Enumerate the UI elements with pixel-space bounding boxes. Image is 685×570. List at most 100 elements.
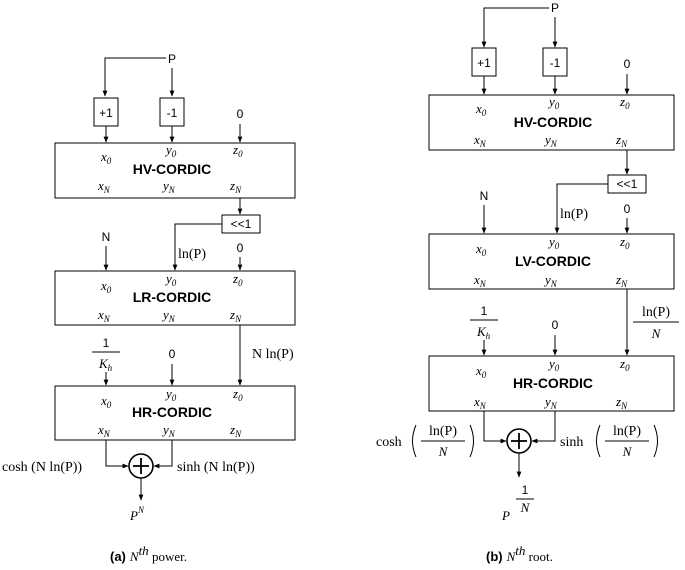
left-lnp-label: ln(P) <box>178 247 206 262</box>
right-hv-xn: xN <box>473 132 487 149</box>
right-hr-y0: y0 <box>547 356 560 373</box>
left-minus1-label: -1 <box>167 106 178 120</box>
right-lv-zn: zN <box>615 272 628 289</box>
left-xn-to-adder <box>105 440 129 469</box>
right-shift-label: <<1 <box>617 177 638 191</box>
right-p-to-plus1 <box>481 7 549 48</box>
left-sinh-label: sinh (N ln(P)) <box>177 460 255 475</box>
right-input-p: P <box>551 1 559 15</box>
left-hv-xn: xN <box>97 178 111 195</box>
right-output-exp-den: N <box>520 500 531 515</box>
right-sinh-paren-open <box>596 424 601 458</box>
left-hr-title: HR-CORDIC <box>132 404 212 420</box>
left-hr-yn: yN <box>161 422 176 439</box>
left-lr-x0: x0 <box>100 278 112 295</box>
right-frac-num: ln(P) <box>642 305 670 320</box>
left-cosh-label: cosh (N ln(P)) <box>2 460 82 475</box>
right-hr-xn: xN <box>473 394 487 411</box>
right-hv-title: HV-CORDIC <box>514 114 593 130</box>
left-yn-to-adder <box>153 440 173 469</box>
right-zero-lv: 0 <box>624 202 631 216</box>
right-hv-cordic-box <box>428 94 675 151</box>
left-input-n: N <box>102 230 111 244</box>
right-hv-zn: zN <box>615 132 628 149</box>
right-hv-x0: x0 <box>475 101 487 118</box>
left-diagram: P +1 -1 0 x0 y0 z0 HV-CORDIC xN yN zN <<… <box>2 52 296 564</box>
right-hr-yn: yN <box>543 394 558 411</box>
right-hr-z0: z0 <box>619 356 630 373</box>
left-lr-title: LR-CORDIC <box>133 289 212 305</box>
right-cosh-paren-close <box>469 424 474 458</box>
left-minus1-box <box>159 97 185 127</box>
right-zero-hv: 0 <box>624 57 631 71</box>
right-lv-yn: yN <box>543 272 558 289</box>
left-lr-y0: y0 <box>164 271 177 288</box>
left-hr-xn: xN <box>97 422 111 439</box>
right-lv-title: LV-CORDIC <box>515 253 591 269</box>
left-zero-hv: 0 <box>237 107 244 121</box>
right-cosh-den: N <box>438 444 449 459</box>
left-hr-zn: zN <box>229 422 242 439</box>
right-cosh-paren-open <box>412 424 417 458</box>
right-xn-to-adder <box>483 411 507 444</box>
right-kh-num: 1 <box>481 304 488 318</box>
right-hv-z0: z0 <box>619 94 630 111</box>
left-hv-cordic-box <box>54 142 296 199</box>
left-lr-zn: zN <box>229 307 242 324</box>
right-input-n: N <box>480 189 489 203</box>
right-hr-zn: zN <box>615 394 628 411</box>
right-diagram: P +1 -1 0 x0 y0 z0 HV-CORDIC xN yN zN <<… <box>376 1 679 564</box>
right-hv-yn: yN <box>543 132 558 149</box>
left-hv-y0: y0 <box>164 142 177 159</box>
left-lr-yn: yN <box>161 307 176 324</box>
right-lnp-label: ln(P) <box>560 207 588 222</box>
right-shift-to-y0 <box>554 183 608 234</box>
left-kh-den: Kh <box>98 356 113 373</box>
right-lv-cordic-box <box>428 233 675 290</box>
right-kh-den: Kh <box>476 324 491 341</box>
left-output: PN <box>129 505 145 523</box>
right-lv-z0: z0 <box>619 234 630 251</box>
left-hv-zn: zN <box>229 178 242 195</box>
right-sinh-num: ln(P) <box>613 424 641 439</box>
right-hr-title: HR-CORDIC <box>513 375 593 391</box>
left-hv-yn: yN <box>161 178 176 195</box>
right-plus1-label: +1 <box>477 56 491 70</box>
right-lv-x0: x0 <box>475 241 487 258</box>
left-caption: (a)Nth power. <box>110 543 187 564</box>
right-hv-y0: y0 <box>547 94 560 111</box>
left-p-to-plus1 <box>102 57 166 97</box>
left-input-p: P <box>168 52 176 66</box>
right-caption: (b)Nth root. <box>486 543 553 564</box>
right-sinh-word: sinh <box>560 435 583 450</box>
right-lv-y0: y0 <box>547 234 560 251</box>
left-zero-hr: 0 <box>169 347 176 361</box>
right-zero-hr: 0 <box>552 318 559 332</box>
right-frac-den: N <box>651 326 662 341</box>
right-minus1-label: -1 <box>550 56 561 70</box>
right-cosh-num: ln(P) <box>429 424 457 439</box>
right-hr-cordic-box <box>428 355 675 412</box>
left-lr-cordic-box <box>54 270 296 326</box>
left-hv-title: HV-CORDIC <box>133 161 212 177</box>
left-plus1-label: +1 <box>99 106 113 120</box>
right-yn-to-adder <box>531 411 556 444</box>
left-zero-lr: 0 <box>237 241 244 255</box>
left-hr-z0: z0 <box>232 386 243 403</box>
left-hr-cordic-box <box>54 385 296 441</box>
left-shift-to-y0 <box>172 223 222 271</box>
right-cosh-word: cosh <box>376 435 402 450</box>
right-output: P <box>501 508 510 523</box>
right-sinh-paren-close <box>653 424 658 458</box>
right-sinh-den: N <box>622 444 633 459</box>
left-hr-x0: x0 <box>100 393 112 410</box>
left-hv-z0: z0 <box>232 142 243 159</box>
left-lr-z0: z0 <box>232 271 243 288</box>
right-hr-x0: x0 <box>475 363 487 380</box>
left-nlnp-label: N ln(P) <box>252 347 294 362</box>
left-hv-x0: x0 <box>100 149 112 166</box>
left-shift-label: <<1 <box>231 217 252 231</box>
left-kh-num: 1 <box>103 336 110 350</box>
right-lv-xn: xN <box>473 272 487 289</box>
